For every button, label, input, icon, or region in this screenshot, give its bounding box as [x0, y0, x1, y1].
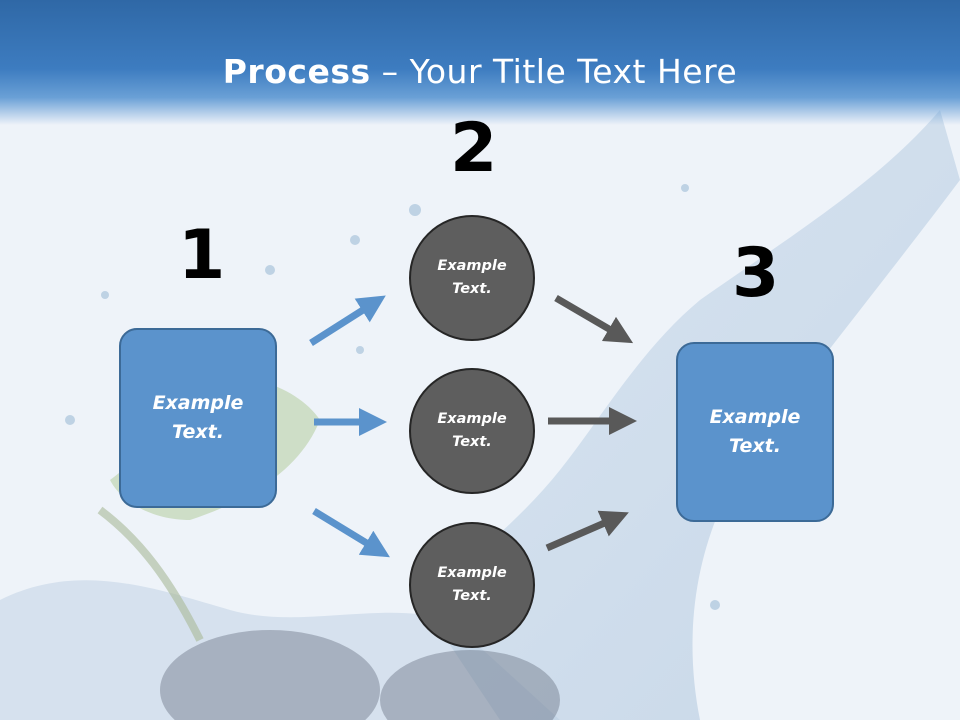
output-box: Example Text.: [676, 342, 834, 522]
input-box-label: Example Text.: [152, 392, 244, 443]
output-box-label: Example Text.: [709, 406, 801, 457]
process-circle-middle: Example Text.: [409, 368, 535, 494]
process-circle-bottom: Example Text.: [409, 522, 535, 648]
step-number-2: 2: [450, 109, 498, 188]
arrow-right-icon: [312, 508, 390, 558]
slide-title: Process – Your Title Text Here: [0, 52, 960, 91]
arrow-right-icon: [545, 510, 629, 552]
input-box: Example Text.: [119, 328, 277, 508]
step-number-1: 1: [178, 216, 226, 295]
arrow-right-icon: [554, 294, 634, 344]
process-circle-middle-label: Example Text.: [437, 411, 507, 450]
arrow-right-icon: [309, 295, 386, 346]
process-circle-top: Example Text.: [409, 215, 535, 341]
header-band: [0, 0, 960, 125]
title-rest: – Your Title Text Here: [370, 52, 738, 91]
step-number-3: 3: [732, 234, 780, 313]
title-bold: Process: [222, 52, 371, 91]
process-circle-top-label: Example Text.: [437, 258, 507, 297]
process-circle-bottom-label: Example Text.: [437, 565, 507, 604]
